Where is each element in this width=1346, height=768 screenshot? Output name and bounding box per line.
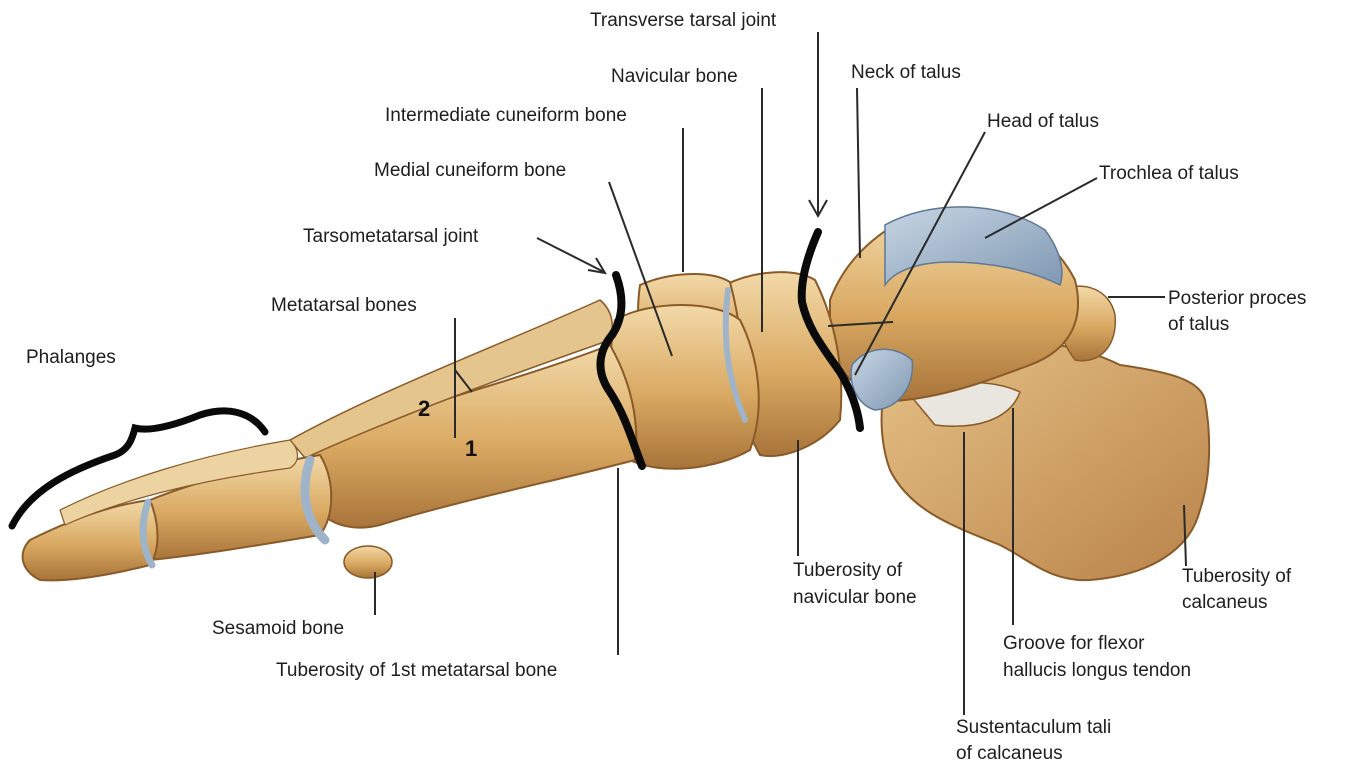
label-tuberosity-calcaneus-line1: Tuberosity of	[1182, 565, 1291, 589]
label-sesamoid-bone: Sesamoid bone	[212, 617, 344, 641]
label-tuberosity-calcaneus-line2: calcaneus	[1182, 591, 1268, 615]
label-sustentaculum-line1: Sustentaculum tali	[956, 716, 1111, 740]
label-metatarsal-2: 2	[418, 396, 430, 422]
label-groove-fhl-line2: hallucis longus tendon	[1003, 659, 1191, 683]
label-posterior-process-line1: Posterior proces	[1168, 287, 1306, 311]
tarsometatarsal-leader	[537, 238, 604, 272]
label-tuberosity-navicular-line2: navicular bone	[793, 586, 917, 610]
sesamoid-bone-shape	[344, 546, 392, 578]
label-tarsometatarsal-joint: Tarsometatarsal joint	[303, 225, 478, 249]
label-transverse-tarsal-joint: Transverse tarsal joint	[590, 9, 776, 33]
label-tuberosity-1st-metatarsal: Tuberosity of 1st metatarsal bone	[276, 659, 557, 683]
label-phalanges: Phalanges	[26, 346, 116, 370]
label-groove-fhl-line1: Groove for flexor	[1003, 632, 1145, 656]
bones	[23, 207, 1210, 581]
label-trochlea-of-talus: Trochlea of talus	[1099, 162, 1239, 186]
neck-of-talus-leader	[857, 88, 860, 258]
label-posterior-process-line2: of talus	[1168, 313, 1229, 337]
label-intermediate-cuneiform-bone: Intermediate cuneiform bone	[385, 104, 627, 128]
label-head-of-talus: Head of talus	[987, 110, 1099, 134]
label-neck-of-talus: Neck of talus	[851, 61, 961, 85]
label-metatarsal-1: 1	[465, 436, 477, 462]
label-metatarsal-bones: Metatarsal bones	[271, 294, 417, 318]
label-medial-cuneiform-bone: Medial cuneiform bone	[374, 159, 566, 183]
label-sustentaculum-line2: of calcaneus	[956, 742, 1063, 766]
label-navicular-bone: Navicular bone	[611, 65, 738, 89]
label-tuberosity-navicular-line1: Tuberosity of	[793, 559, 902, 583]
